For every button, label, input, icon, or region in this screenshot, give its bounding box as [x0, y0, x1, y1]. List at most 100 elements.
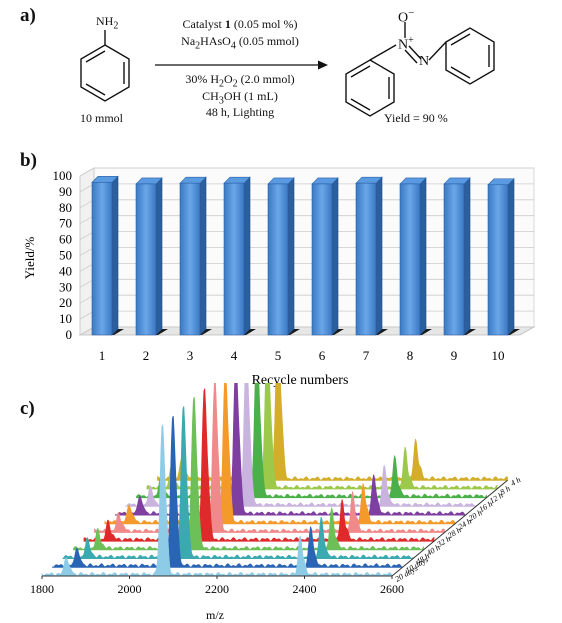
ms-x-tick-label: 2400: [293, 582, 317, 596]
condition-arsenate: Na2HAsO4 (0.05 mmol): [170, 34, 310, 51]
condition-peroxide-a-sub: 2: [219, 78, 224, 90]
bar-chart-x-tick-label: 1: [99, 348, 106, 363]
bar: [443, 183, 465, 336]
bar-chart-y-tick-label: 50: [59, 248, 72, 263]
ms-time-axis-line: [391, 479, 508, 577]
condition-peroxide-b: O: [224, 72, 233, 86]
condition-catalyst-pre: Catalyst: [182, 17, 225, 31]
bar-chart-x-tick-label: 8: [407, 348, 414, 363]
ms-series-28-h: [94, 383, 445, 533]
bar: [267, 183, 289, 336]
bar-chart-x-tick-label: 3: [187, 348, 194, 363]
aniline-structure: [80, 30, 130, 102]
ms-spectrum-trace: [157, 383, 508, 481]
ms-spectrum-trace: [52, 415, 403, 568]
product-yield: Yield = 90 %: [384, 111, 448, 125]
bar-chart-y-tick-label: 10: [59, 311, 72, 326]
condition-peroxide-c: (2.0 mmol): [237, 72, 295, 86]
ms-x-label: m/z: [206, 608, 224, 622]
ms-series-40-h: [73, 396, 424, 551]
bar: [91, 182, 113, 336]
product-oxygen-charge: −: [408, 7, 415, 19]
product-nitrogen-1: N+: [398, 35, 414, 54]
bar-chart-y-tick-label: 90: [59, 184, 72, 199]
product-n1-label: N: [398, 37, 409, 53]
bar-side: [287, 177, 295, 336]
bar-side: [111, 175, 119, 336]
reactant-label-subscript: 2: [113, 20, 119, 32]
condition-arsenate-b-sub: 4: [230, 40, 236, 52]
condition-catalyst-post: (0.05 mol %): [230, 17, 298, 31]
condition-solvent-b: OH (1 mL): [223, 89, 278, 103]
bar-side: [507, 178, 515, 336]
bar-chart-y-tick-label: 30: [59, 279, 72, 294]
bar-chart-x-tick-label: 4: [231, 348, 238, 363]
ms-x-tick-label: 2600: [380, 582, 404, 596]
reaction-arrow: [155, 60, 328, 70]
condition-arsenate-a: Na: [181, 34, 196, 48]
condition-peroxide: 30% H2O2 (2.0 mmol): [170, 72, 310, 89]
bar-side: [375, 176, 383, 336]
bar-chart-bars: [91, 175, 520, 336]
ms-spectrum-trace: [73, 396, 424, 551]
condition-solvent-a-sub: 3: [218, 95, 224, 107]
bar: [179, 182, 201, 336]
product-oxygen: O−: [398, 7, 414, 27]
azoxybenzene-structure: [345, 22, 495, 117]
bar-chart-y-label: Yield/%: [22, 237, 37, 280]
ms-time-tick-label: 4 h: [509, 475, 522, 488]
bar-chart-x-tick-label: 9: [451, 348, 458, 363]
condition-time-light: 48 h, Lighting: [205, 105, 275, 119]
ms-spectrum-trace: [62, 406, 414, 559]
bar: [223, 182, 245, 336]
bar-side: [243, 176, 251, 336]
product-nitrogen-2: N: [419, 54, 430, 69]
bar-chart-y-tick-label: 40: [59, 263, 72, 278]
bar-chart-y-tick-label: 0: [66, 327, 73, 342]
bar-chart-y-tick-label: 60: [59, 232, 72, 247]
panel-label-b: b): [20, 150, 37, 171]
ms-spectrum-trace: [83, 388, 435, 542]
ms-time-tick-label: 8 h: [499, 484, 512, 497]
reactant-label: NH: [96, 14, 114, 28]
ms-x-tick-label: 2000: [118, 582, 142, 596]
ms-spectrum-trace: [41, 423, 393, 577]
bar-chart-x-tick-label: 5: [275, 348, 282, 363]
bar: [135, 183, 157, 336]
condition-catalyst: Catalyst 1 (0.05 mol %): [170, 17, 310, 32]
ms-axes: [41, 479, 508, 579]
bar-chart-x-tick-label: 10: [492, 348, 505, 363]
ms-series-48-h: [62, 406, 414, 559]
condition-solvent: CH3OH (1 mL): [170, 89, 310, 106]
bar-side: [199, 176, 207, 336]
bar: [311, 183, 333, 336]
ms-series-4-h: [157, 383, 508, 481]
bar-chart-y-tick-label: 80: [59, 200, 72, 215]
panel-label-c: c): [20, 398, 35, 419]
ms-spectrum-trace: [94, 383, 445, 533]
product-oxygen-label: O: [398, 10, 409, 26]
reactant-amino-label: NH2: [96, 14, 118, 31]
condition-arsenate-a-sub: 2: [195, 40, 201, 52]
bar-side: [331, 177, 339, 336]
bar-chart-x-ticks: 1 2 3 4 5 6 7 8 9 10: [99, 348, 505, 363]
bar: [487, 184, 509, 336]
ms-series-32-h: [83, 388, 435, 542]
condition-solvent-a: CH: [202, 89, 219, 103]
bar-chart-y-tick-label: 100: [53, 168, 73, 183]
ms-series-20-days: [41, 423, 393, 577]
reactant-amount: 10 mmol: [80, 111, 124, 125]
bar-chart-y-tick-label: 20: [59, 295, 72, 310]
ms-spectrum-trace: [146, 383, 498, 490]
bar-chart-x-tick-label: 7: [363, 348, 370, 363]
condition-arsenate-b: HAsO: [200, 34, 231, 48]
bar-chart-x-tick-label: 6: [319, 348, 326, 363]
condition-catalyst-number: 1: [224, 17, 231, 31]
ms-series-group: [41, 383, 508, 577]
bar-chart-x-tick-label: 2: [143, 348, 150, 363]
bar-side: [155, 177, 163, 336]
